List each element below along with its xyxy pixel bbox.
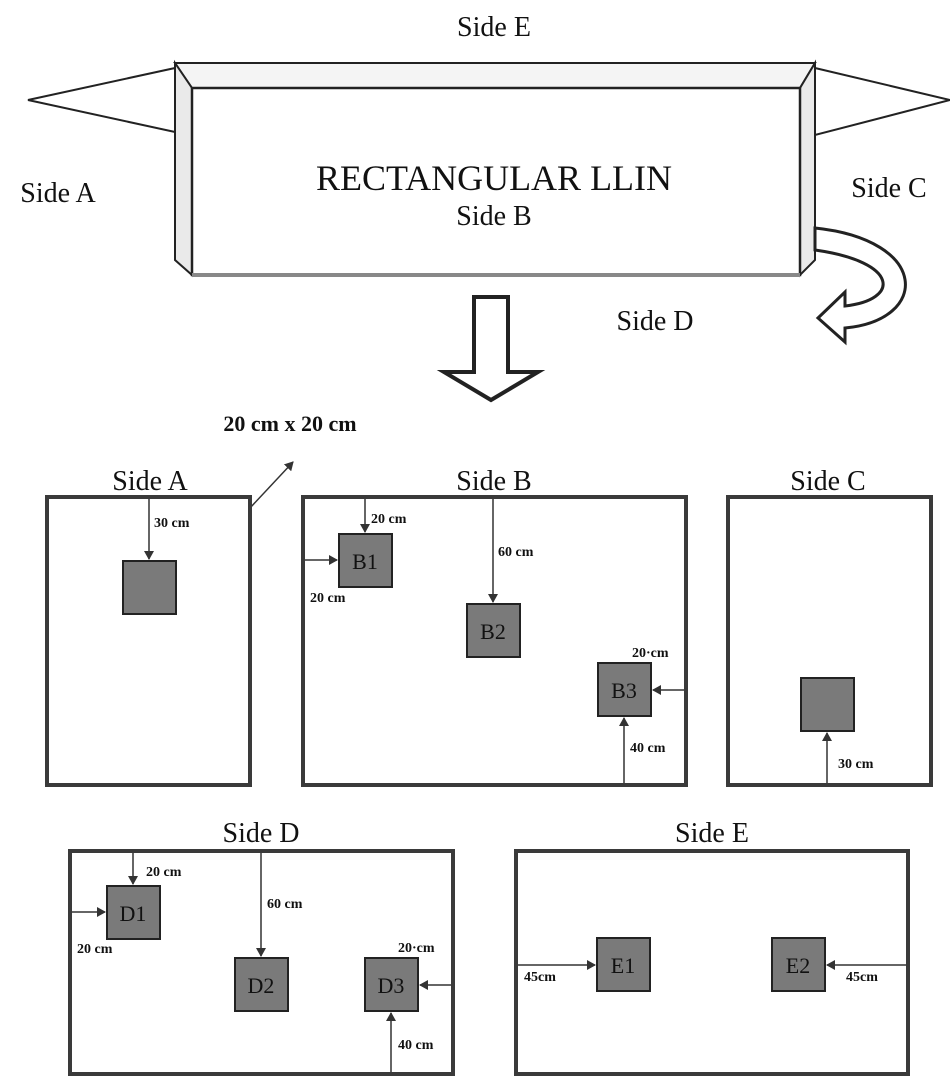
curved-arrow-icon: [813, 226, 907, 346]
net-title: RECTANGULAR LLIN: [316, 158, 672, 198]
side-c-flap: [814, 66, 950, 137]
label-side-e: Side E: [457, 12, 531, 43]
square-size-label: 20 cm x 20 cm: [223, 411, 356, 436]
measure-d1-left: 20 cm: [77, 942, 113, 957]
square-e2-label: E2: [786, 953, 810, 978]
side-b-front-face: [190, 86, 802, 277]
panel-b-title: Side B: [456, 466, 531, 497]
panel-side-e: Side E E1 45cm E2 45cm: [514, 818, 910, 1076]
sample-square-e2: [771, 937, 826, 992]
net-left-edge: [174, 59, 193, 278]
sample-square-b3: [597, 662, 652, 717]
measure-e1: 45cm: [524, 970, 556, 985]
panel-d-title: Side D: [223, 818, 300, 849]
label-side-b-net: Side B: [456, 201, 531, 232]
measure-b1-top: 20 cm: [371, 512, 407, 527]
down-arrow-icon: [436, 295, 546, 403]
measure-a-30: 30 cm: [154, 516, 190, 531]
panel-side-c: Side C 30 cm: [726, 466, 933, 787]
sample-square-d1: [106, 885, 161, 940]
panel-a-title: Side A: [112, 466, 188, 497]
measure-d2: 60 cm: [267, 897, 303, 912]
panel-c-frame: [726, 495, 933, 787]
square-b2-label: B2: [480, 619, 506, 644]
panel-side-b: Side B B1 20 cm 20 cm B2 60 cm B3 20·cm …: [301, 466, 688, 787]
measure-d3-right: 20·cm: [398, 941, 435, 956]
sample-square-d2: [234, 957, 289, 1012]
sample-square-a: [122, 560, 177, 615]
panel-side-d: Side D D1 20 cm 20 cm D2 60 cm D3 20·cm …: [68, 818, 455, 1076]
square-b1-label: B1: [352, 549, 378, 574]
square-d1-label: D1: [120, 901, 147, 926]
measure-c-30: 30 cm: [838, 757, 874, 772]
square-e1-label: E1: [611, 953, 635, 978]
label-side-a: Side A: [20, 178, 96, 209]
measure-d1-top: 20 cm: [146, 865, 182, 880]
net-right-edge: [799, 59, 816, 278]
label-side-c: Side C: [851, 173, 926, 204]
sample-square-b1: [338, 533, 393, 588]
measure-d3-bottom: 40 cm: [398, 1038, 434, 1053]
net-3d-illustration: [27, 59, 950, 403]
square-d3-label: D3: [378, 973, 405, 998]
side-a-flap: [27, 66, 176, 134]
measure-b2: 60 cm: [498, 545, 534, 560]
side-e-top-face: [173, 62, 817, 89]
sample-square-e1: [596, 937, 651, 992]
measure-b3-right: 20·cm: [632, 646, 669, 661]
sample-square-c: [800, 677, 855, 732]
panel-c-title: Side C: [790, 466, 865, 497]
measure-b1-left: 20 cm: [310, 591, 346, 606]
square-b3-label: B3: [611, 678, 637, 703]
panel-side-a: Side A 30 cm: [45, 466, 252, 787]
sample-square-b2: [466, 603, 521, 658]
label-side-d: Side D: [617, 306, 694, 337]
square-d2-label: D2: [248, 973, 275, 998]
measure-e2: 45cm: [846, 970, 878, 985]
panel-e-title: Side E: [675, 818, 749, 849]
sample-square-d3: [364, 957, 419, 1012]
measure-b3-bottom: 40 cm: [630, 741, 666, 756]
panel-e-frame: [514, 849, 910, 1076]
